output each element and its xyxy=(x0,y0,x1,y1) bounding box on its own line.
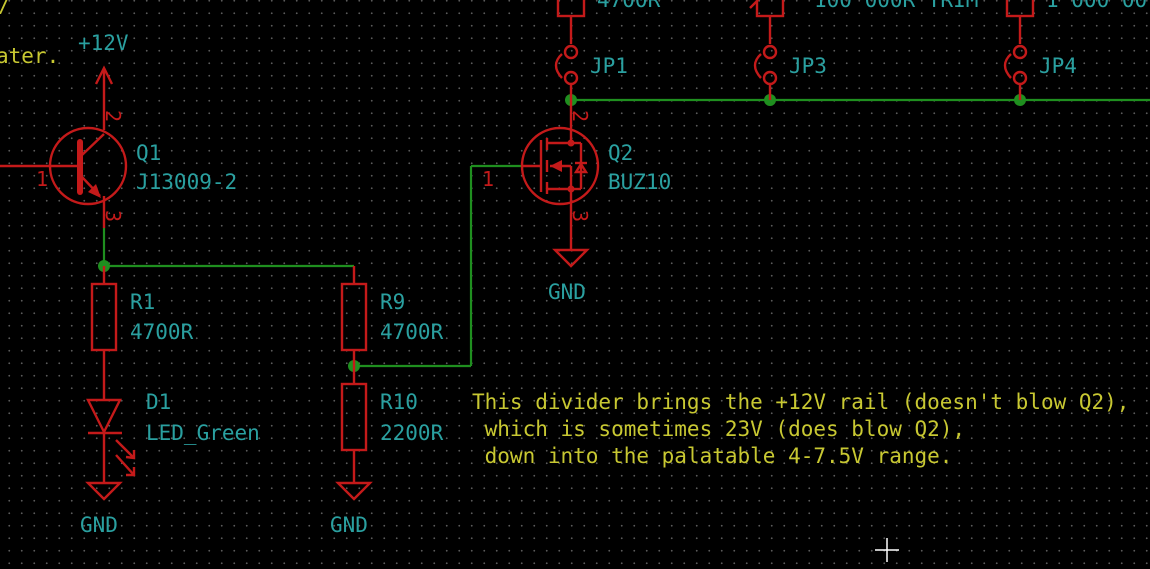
q2-pin-2: 2 xyxy=(568,110,592,122)
q1-collector-line xyxy=(81,133,105,156)
q1-emitter-arrow-icon xyxy=(88,184,101,198)
jp1-bridge-icon xyxy=(554,53,563,79)
q1-pin-3: 3 xyxy=(101,210,125,222)
gnd-label-r10: GND xyxy=(330,513,368,537)
divider-note-line-2: which is sometimes 23V (does blow Q2), xyxy=(472,417,965,441)
q2-ref: Q2 xyxy=(608,141,633,165)
r10-value: 2200R xyxy=(380,421,444,445)
q2-body-diode-icon xyxy=(573,161,589,174)
wires xyxy=(102,98,1150,368)
jp1-pad-bottom xyxy=(563,70,579,86)
top-trimmer[interactable]: 100 000R TRIM xyxy=(749,0,978,44)
divider-note-line-1: This divider brings the +12V rail (doesn… xyxy=(472,390,1129,414)
divider-note-line-3: down into the palatable 4-7.5V range. xyxy=(472,444,952,468)
top-resistor-3-body xyxy=(1005,0,1035,18)
gnd-symbol-r10[interactable]: GND xyxy=(330,481,373,537)
note-fragment-left: ater. xyxy=(0,44,59,68)
r1-ref: R1 xyxy=(130,290,155,314)
top-trimmer-value: 100 000R TRIM xyxy=(814,0,978,12)
d1-triangle xyxy=(86,398,122,435)
gnd-symbol-d1[interactable]: GND xyxy=(80,481,123,537)
gnd-symbol-q2[interactable]: GND xyxy=(548,248,590,304)
gnd-icon xyxy=(335,481,373,501)
d1-ref: D1 xyxy=(146,390,171,414)
gnd-icon xyxy=(552,248,590,268)
top-resistor-1-value: 4700R xyxy=(597,0,661,12)
jp1-jumper[interactable]: JP1 xyxy=(554,44,628,100)
r10-body xyxy=(340,382,368,452)
divider-note[interactable]: This divider brings the +12V rail (doesn… xyxy=(472,390,1129,468)
top-resistor-1[interactable]: 4700R xyxy=(556,0,661,44)
q2-pin-3: 3 xyxy=(568,210,592,222)
q2-arrow-icon xyxy=(550,160,562,172)
junctions xyxy=(98,94,1026,372)
top-resistor-1-body xyxy=(556,0,586,18)
jp3-pad-top xyxy=(762,44,778,60)
q2-dot-source xyxy=(567,185,575,193)
jp4-pad-bottom xyxy=(1012,70,1028,86)
jp1-ref: JP1 xyxy=(590,54,628,78)
vcc-arrow-icon xyxy=(94,65,114,85)
q2-value: BUZ10 xyxy=(608,170,671,194)
r10-ref: R10 xyxy=(380,390,418,414)
r1-resistor[interactable]: R1 4700R xyxy=(90,266,194,400)
top-trimmer-arrow-icon xyxy=(749,0,760,9)
top-trimmer-body xyxy=(755,0,785,18)
q1-ref: Q1 xyxy=(136,141,161,165)
q1-value: J13009-2 xyxy=(136,170,237,194)
top-resistor-3-value: 1 000 00 xyxy=(1046,0,1147,12)
q2-pin-1: 1 xyxy=(482,167,494,191)
vcc-label: +12V xyxy=(78,31,129,55)
jp1-pad-top xyxy=(563,44,579,60)
r10-resistor[interactable]: R10 2200R xyxy=(340,366,444,483)
gnd-label-d1: GND xyxy=(80,513,118,537)
r1-value: 4700R xyxy=(130,320,194,344)
r9-body xyxy=(340,282,368,352)
note-fragment-top-left: / xyxy=(0,0,11,17)
r9-value: 4700R xyxy=(380,320,444,344)
q1-pin-1: 1 xyxy=(36,167,48,191)
jp4-pad-top xyxy=(1012,44,1028,60)
q2-mosfet[interactable]: 1 2 3 Q2 BUZ10 xyxy=(482,100,671,250)
d1-value: LED_Green xyxy=(146,421,260,445)
jp3-ref: JP3 xyxy=(789,54,827,78)
top-resistor-3[interactable]: 1 000 00 xyxy=(1005,0,1147,44)
crosshair-cursor-icon xyxy=(875,538,899,562)
q2-dot-drain xyxy=(567,139,575,147)
jp4-ref: JP4 xyxy=(1039,54,1077,78)
jp4-jumper[interactable]: JP4 xyxy=(1003,44,1077,100)
r9-resistor[interactable]: R9 4700R xyxy=(340,266,444,366)
jp3-jumper[interactable]: JP3 xyxy=(753,44,827,100)
power-vcc-symbol[interactable]: +12V xyxy=(78,31,129,130)
d1-light-arrows-icon xyxy=(115,439,136,477)
gnd-icon xyxy=(85,481,123,501)
r9-ref: R9 xyxy=(380,290,405,314)
gnd-label-q2: GND xyxy=(548,280,586,304)
q1-transistor[interactable]: 1 2 3 Q1 J13009-2 xyxy=(0,110,237,228)
d1-led[interactable]: D1 LED_Green xyxy=(86,390,260,483)
jp4-bridge-icon xyxy=(1003,53,1012,79)
jp3-bridge-icon xyxy=(753,53,762,79)
jp3-pad-bottom xyxy=(762,70,778,86)
q1-pin-2: 2 xyxy=(101,110,125,122)
r1-body xyxy=(90,282,118,352)
